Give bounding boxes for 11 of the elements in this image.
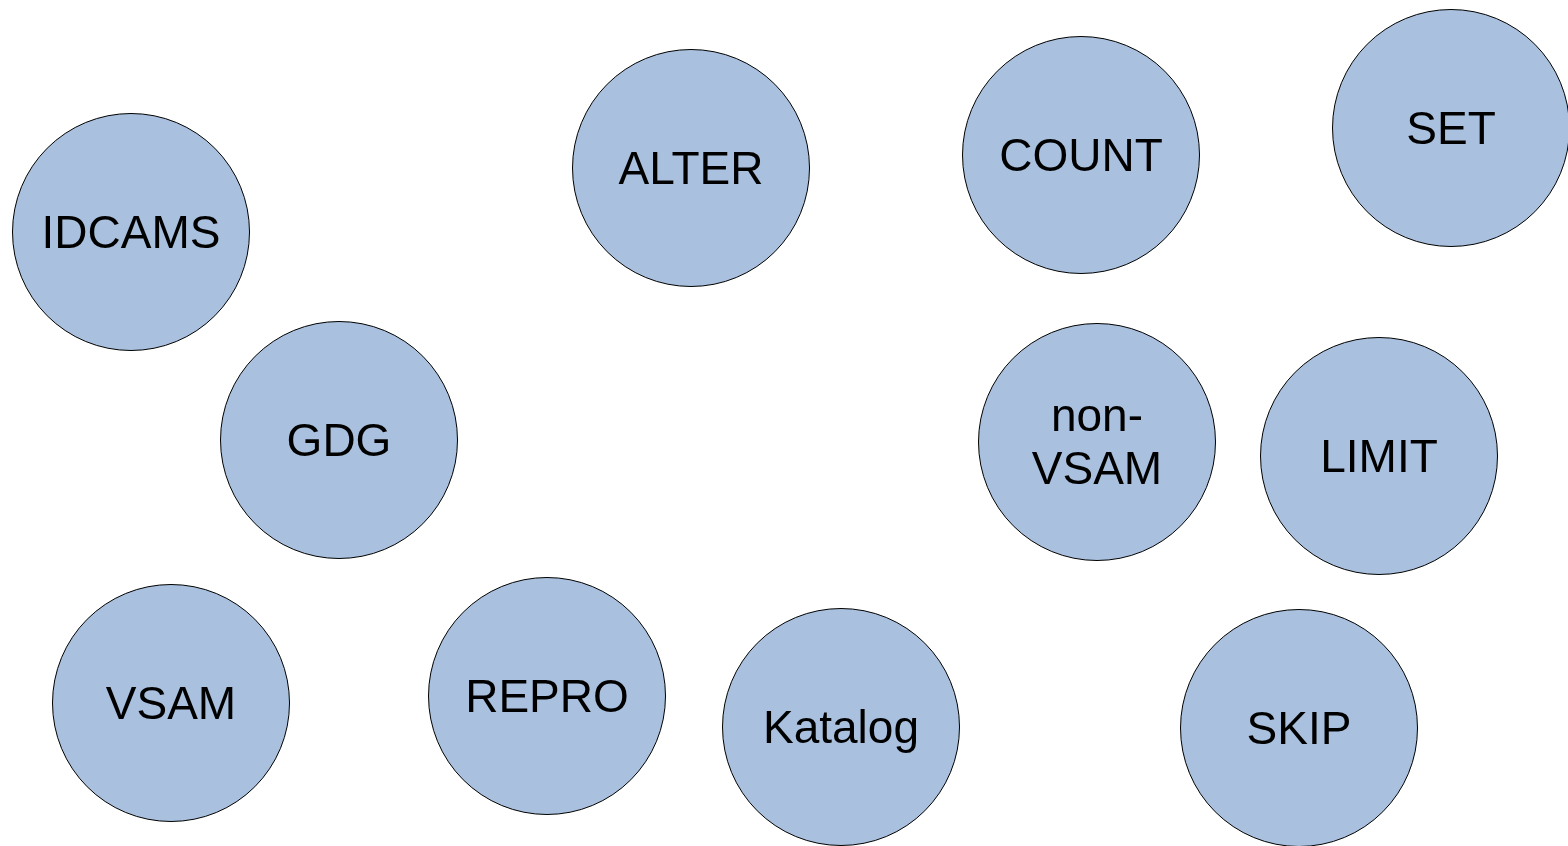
circle-label: IDCAMS xyxy=(41,205,221,259)
circle-label: GDG xyxy=(286,413,392,467)
circle-label: SET xyxy=(1406,101,1496,155)
circle-label: non-VSAM xyxy=(1030,389,1164,495)
circle-label: COUNT xyxy=(999,128,1163,182)
circle-label: ALTER xyxy=(618,141,764,195)
circle-label: REPRO xyxy=(465,669,629,723)
circle-label: VSAM xyxy=(105,676,237,730)
circle-label: LIMIT xyxy=(1320,429,1438,483)
circle-label: Katalog xyxy=(763,700,919,754)
circle-label: SKIP xyxy=(1246,701,1352,755)
